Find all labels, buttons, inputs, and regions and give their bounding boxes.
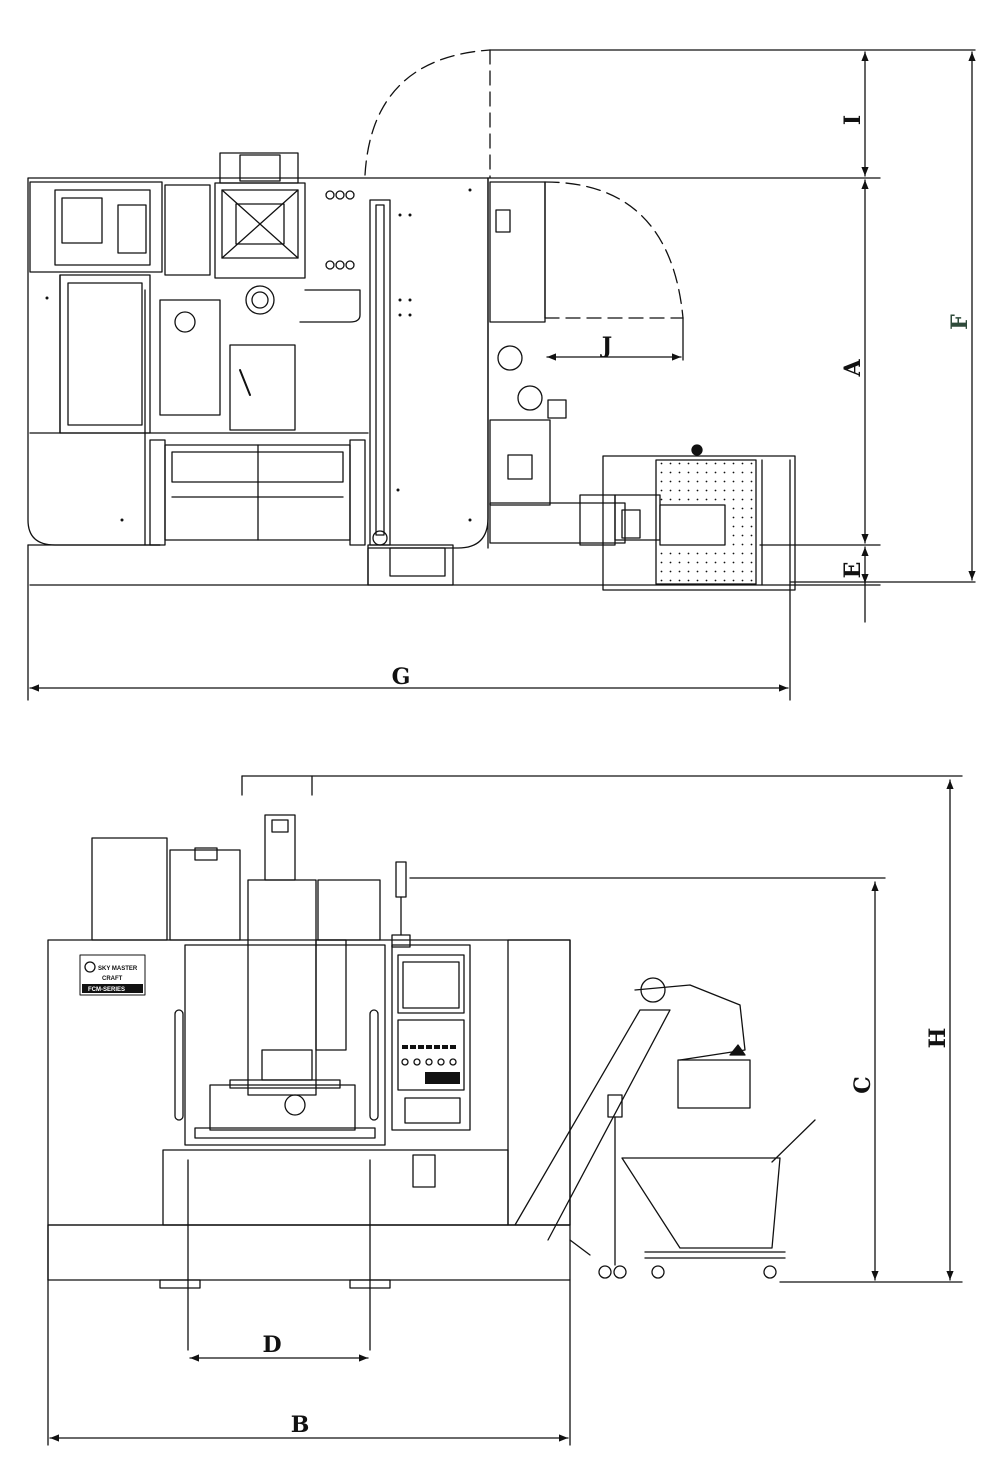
dim-label-C: C (850, 1076, 876, 1094)
dim-label-J: J (600, 333, 612, 359)
chip-conveyor (514, 977, 751, 1279)
dim-label-F: F (947, 314, 973, 330)
column-panel (369, 199, 391, 546)
nameplate-line3: FCM-SERIES (88, 987, 125, 993)
top-view (27, 49, 976, 701)
dim-label-G: G (392, 664, 411, 690)
electric-cabinet (29, 181, 163, 273)
chip-cart (621, 1119, 816, 1279)
right-door-swing-arc (544, 181, 684, 319)
chip-cart-plan (602, 455, 796, 591)
nameplate-line2: CRAFT (102, 976, 123, 982)
viewport-icon (497, 345, 523, 371)
front-view: SKY MASTER CRAFT FCM-SERIES (47, 775, 963, 1446)
dimension-lines-top (29, 51, 976, 692)
control-panel (391, 944, 471, 1131)
dim-label-H: H (925, 1028, 951, 1049)
dimension-lines-front (49, 779, 954, 1442)
machine-enclosure (47, 939, 571, 1226)
dim-label-B: B (291, 1412, 310, 1438)
front-panel (367, 544, 454, 586)
door-swing-arc (364, 49, 491, 176)
cnc-screen (397, 954, 465, 1014)
spindle-head (214, 182, 306, 279)
dimension-labels: I A E F G J H C D B (262, 115, 973, 1438)
dim-label-I: I (840, 115, 866, 125)
dim-label-A: A (840, 359, 866, 378)
nameplate-line1: SKY MASTER (98, 966, 138, 972)
cable-bundle (299, 190, 361, 323)
dim-label-D: D (262, 1332, 281, 1358)
nameplate: SKY MASTER CRAFT FCM-SERIES (79, 954, 146, 996)
dim-label-E: E (840, 562, 866, 579)
spindle-column (247, 879, 317, 1096)
front-table (209, 1084, 356, 1131)
chip-conveyor-plan (489, 502, 626, 544)
